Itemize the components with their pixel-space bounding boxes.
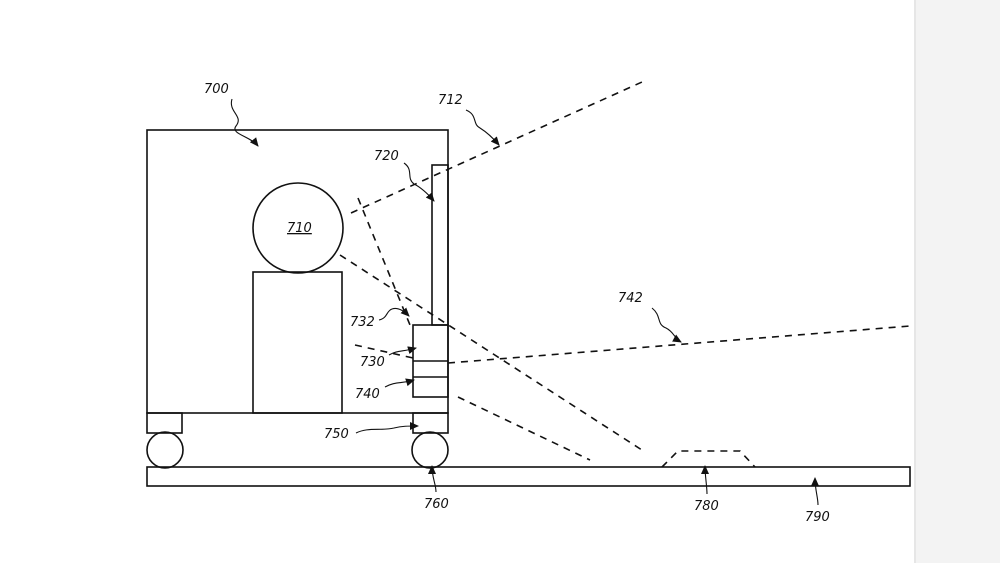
label-760: 760 [424, 497, 449, 512]
label-720: 720 [374, 149, 399, 164]
label-750: 750 [324, 427, 349, 442]
label-712: 712 [438, 93, 463, 108]
leader-740 [384, 378, 415, 388]
sensor-mast [431, 164, 449, 326]
leader-760 [428, 465, 437, 493]
leader-790 [811, 477, 820, 506]
leader-730 [388, 346, 417, 356]
sensor-beam-upper [354, 344, 414, 359]
leader-742 [651, 307, 682, 343]
leader-750 [355, 422, 419, 434]
label-742: 742 [618, 291, 643, 306]
label-730: 730 [360, 355, 385, 370]
page-edge-margin [914, 0, 1000, 563]
leader-732 [378, 307, 410, 321]
projection-beam-inner [357, 197, 411, 326]
projector-sphere [252, 182, 344, 274]
projector-base [252, 271, 343, 414]
sensor-beam-down [457, 396, 591, 461]
floor-obstacle [661, 450, 756, 468]
left-wheel-mount [146, 412, 183, 434]
floor-surface [146, 466, 911, 487]
leader-712 [465, 109, 500, 146]
right-wheel-mount [412, 412, 449, 434]
label-710: 710 [287, 221, 312, 236]
right-wheel [411, 431, 449, 469]
label-740: 740 [355, 387, 380, 402]
left-wheel [146, 431, 184, 469]
page-edge-line [914, 0, 916, 563]
label-790: 790 [805, 510, 830, 525]
leader-700 [230, 98, 259, 147]
projection-beam-lower [339, 254, 646, 453]
label-732: 732 [350, 315, 375, 330]
projection-beam-upper [350, 81, 643, 214]
leader-780 [701, 465, 710, 495]
sensor-beam-forward [447, 325, 911, 364]
leader-720 [403, 162, 435, 202]
label-780: 780 [694, 499, 719, 514]
label-700: 700 [204, 82, 229, 97]
